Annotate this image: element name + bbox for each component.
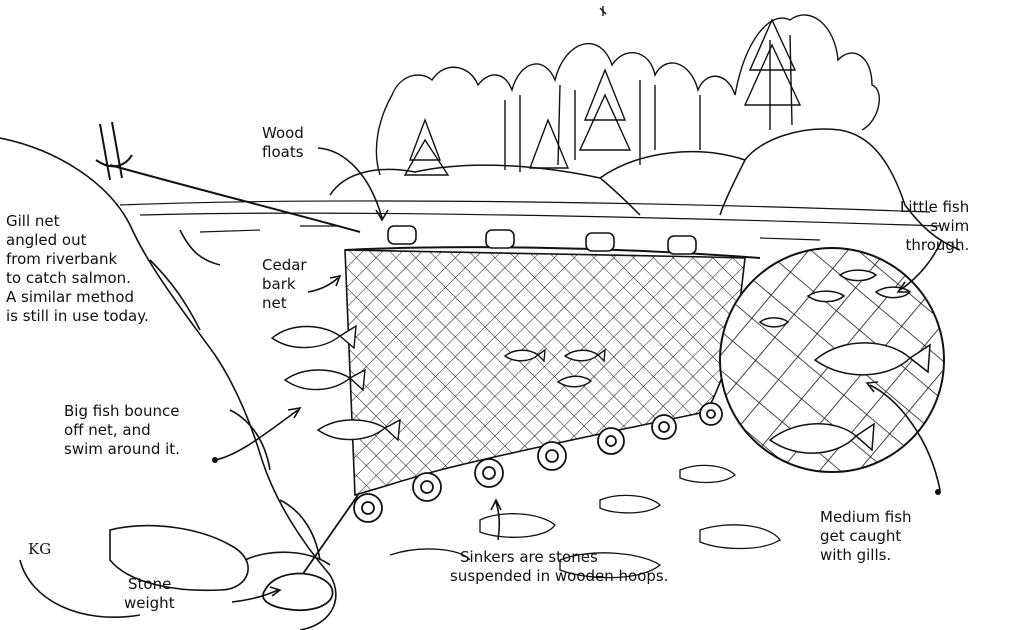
label-line: weight (124, 594, 175, 612)
label-big-fish: Big fish bounce off net, and swim around… (64, 402, 180, 459)
fish (316, 418, 401, 442)
fish (806, 290, 846, 303)
label-line: swim (930, 217, 970, 235)
label-sinkers: Sinkers are stones suspended in wooden h… (450, 548, 669, 586)
pointer-arrows (214, 147, 943, 603)
fish (563, 348, 606, 363)
label-line: Gill net (6, 212, 60, 230)
float (585, 232, 615, 252)
label-line: to catch salmon. (6, 269, 131, 287)
fish (813, 342, 931, 376)
left-riverbank (0, 137, 337, 630)
fish (838, 269, 878, 282)
fish (283, 368, 366, 392)
label-wood-floats: Wood floats (262, 124, 304, 162)
float (485, 229, 515, 249)
fish (768, 422, 875, 454)
label-line: get caught (820, 527, 902, 545)
far-bank-rocks (329, 128, 961, 251)
fish (503, 348, 546, 363)
label-line: Stone (128, 575, 172, 593)
float (667, 235, 697, 255)
label-line: A similar method (6, 288, 135, 306)
wood-floats (387, 225, 697, 255)
label-line: net (262, 294, 287, 312)
label-line: with gills. (820, 546, 892, 564)
label-little-fish: Little fish swim through. (900, 198, 969, 255)
stake-and-rope (95, 121, 361, 233)
fish (556, 375, 593, 388)
fish (270, 324, 357, 350)
label-line: floats (262, 143, 304, 161)
label-line: bark (262, 275, 296, 293)
riverbed-stones (389, 464, 781, 579)
artist-signature: KG (28, 540, 52, 558)
forest-background (375, 6, 880, 176)
sinkers (353, 402, 723, 523)
stone-weight (262, 494, 359, 612)
label-line: swim around it. (64, 440, 180, 458)
label-line: suspended in wooden hoops. (450, 567, 669, 585)
label-line: off net, and (64, 421, 151, 439)
label-line: through. (905, 236, 970, 254)
label-line: Cedar (262, 256, 307, 274)
label-line: Little fish (900, 198, 970, 216)
label-line: Sinkers are stones (460, 548, 598, 566)
label-line: from riverbank (6, 250, 118, 268)
fish (758, 317, 790, 328)
label-line: Medium fish (820, 508, 912, 526)
magnified-view (719, 247, 945, 473)
water-surface (119, 200, 941, 241)
label-cedar-bark-net: Cedar bark net (262, 256, 307, 313)
label-line: angled out (6, 231, 87, 249)
label-medium-fish: Medium fish get caught with gills. (820, 508, 912, 565)
label-line: Wood (262, 124, 304, 142)
label-stone-weight: Stone weight (124, 575, 175, 613)
float (387, 225, 417, 245)
big-fish-group (270, 324, 606, 442)
label-line: is still in use today. (6, 307, 149, 325)
label-gill-net: Gill net angled out from riverbank to ca… (6, 212, 149, 326)
label-line: Big fish bounce (64, 402, 180, 420)
